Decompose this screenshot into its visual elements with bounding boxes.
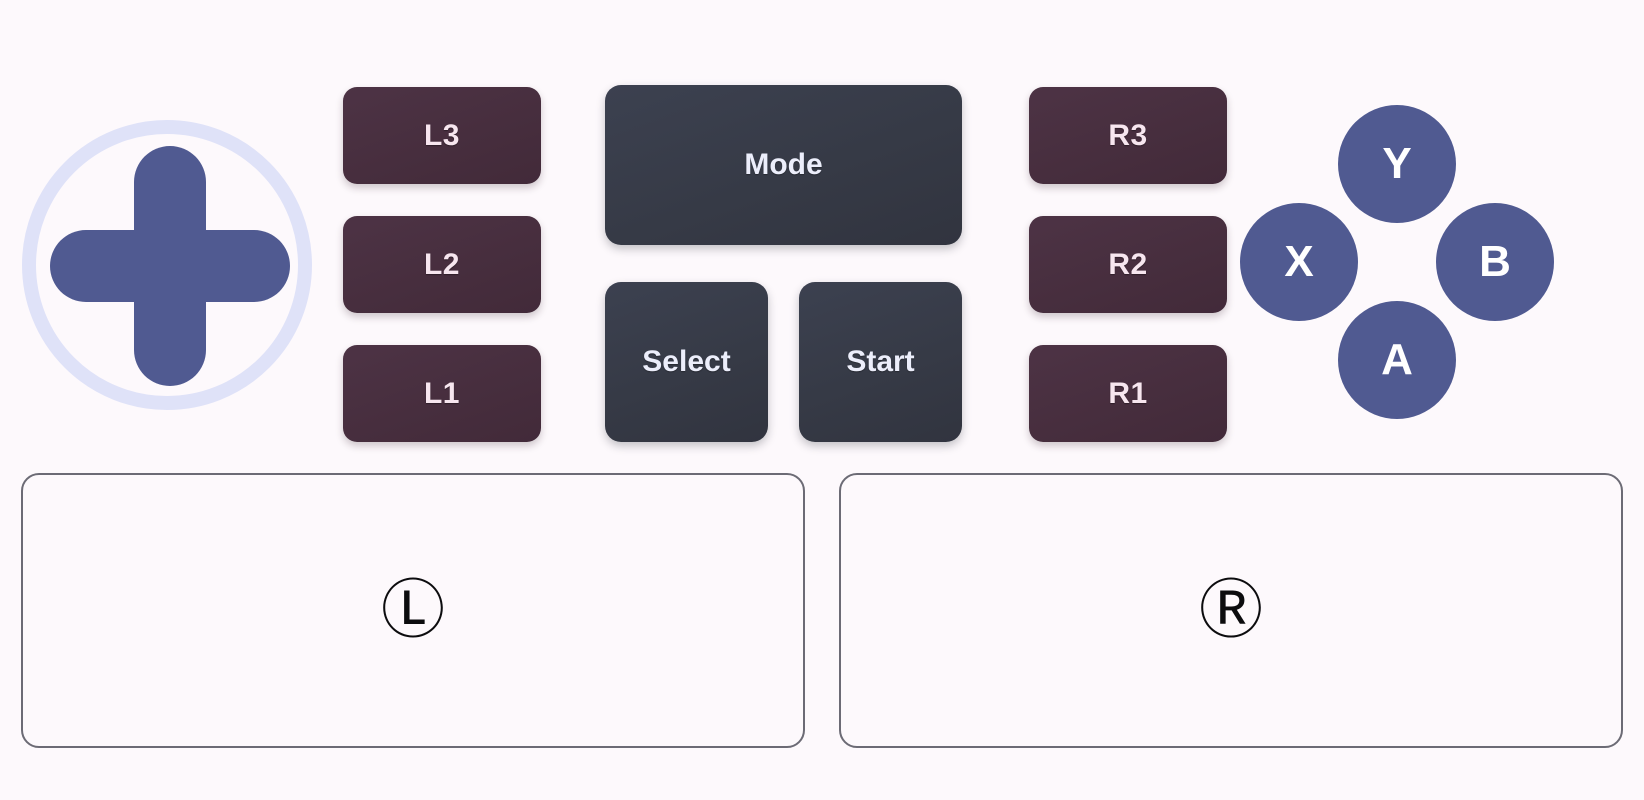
button-b[interactable]: B — [1436, 203, 1554, 321]
button-l2[interactable]: L2 — [343, 216, 541, 313]
right-shoulder-column: R3 R2 R1 — [1029, 87, 1227, 442]
button-y[interactable]: Y — [1338, 105, 1456, 223]
touch-panel-row: Ⓛ Ⓡ — [0, 473, 1644, 778]
button-l3[interactable]: L3 — [343, 87, 541, 184]
button-mode[interactable]: Mode — [605, 85, 962, 245]
button-start[interactable]: Start — [799, 282, 962, 442]
button-r2[interactable]: R2 — [1029, 216, 1227, 313]
center-button-cluster: Mode Select Start — [605, 85, 962, 442]
dpad[interactable] — [22, 120, 312, 410]
right-analog-touch-area[interactable]: Ⓡ — [839, 473, 1623, 748]
button-r1[interactable]: R1 — [1029, 345, 1227, 442]
button-x[interactable]: X — [1240, 203, 1358, 321]
button-select[interactable]: Select — [605, 282, 768, 442]
left-analog-touch-area[interactable]: Ⓛ — [21, 473, 805, 748]
button-a[interactable]: A — [1338, 301, 1456, 419]
circled-l-icon: Ⓛ — [381, 573, 445, 648]
face-button-cluster: Y X B A — [1240, 105, 1630, 425]
dpad-cross-icon[interactable] — [50, 146, 290, 386]
dpad-horizontal-bar — [50, 230, 290, 302]
control-band: L3 L2 L1 Mode Select Start R3 R2 R1 Y X … — [22, 85, 1630, 442]
button-r3[interactable]: R3 — [1029, 87, 1227, 184]
left-shoulder-column: L3 L2 L1 — [343, 87, 541, 442]
button-l1[interactable]: L1 — [343, 345, 541, 442]
circled-r-icon: Ⓡ — [1199, 573, 1263, 648]
